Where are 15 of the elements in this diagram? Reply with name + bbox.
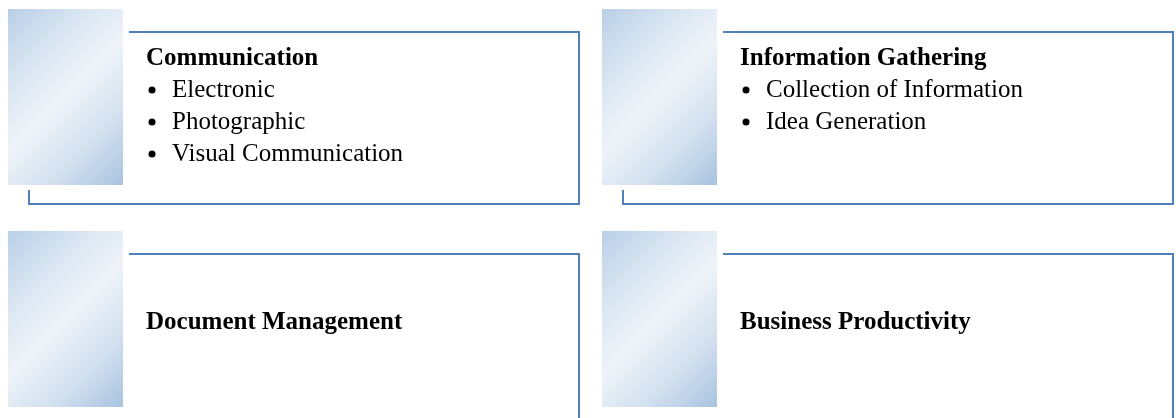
heading: Business Productivity — [740, 305, 972, 336]
bullet-item: Electronic — [172, 74, 275, 104]
picture — [602, 231, 717, 407]
bullet-item: Collection of Information — [766, 74, 1023, 104]
heading: Document Management — [146, 305, 404, 336]
bullet-item: Idea Generation — [766, 106, 927, 136]
bracket-frame — [28, 31, 580, 204]
picture — [8, 9, 123, 185]
bullet-item: Photographic — [172, 106, 306, 136]
heading: Information Gathering — [740, 42, 988, 72]
picture — [8, 231, 123, 407]
bracket-frame — [622, 31, 1174, 204]
heading: Communication — [146, 42, 320, 72]
picture — [602, 9, 717, 185]
bullet-item: Visual Communication — [172, 138, 404, 168]
